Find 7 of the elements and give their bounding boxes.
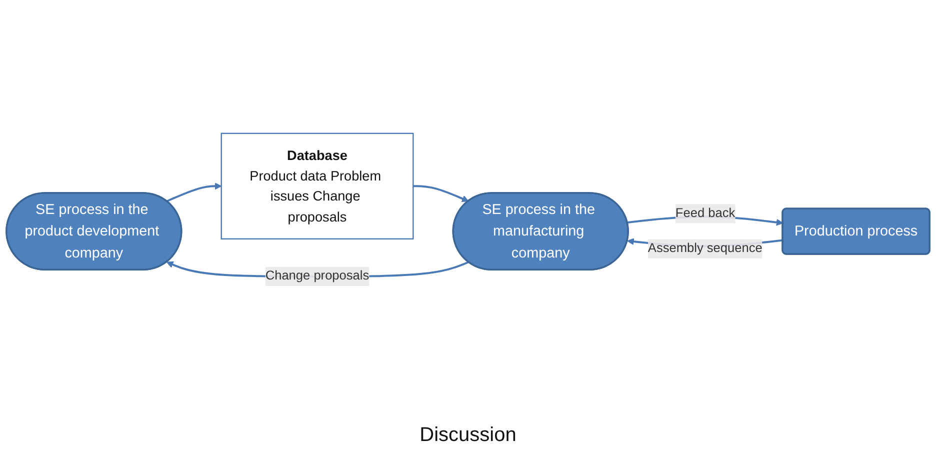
arrow bbox=[166, 182, 222, 202]
node-box: Database Product data Problem issues Change proposals bbox=[220, 133, 414, 240]
edge-label: Feed back bbox=[675, 206, 736, 220]
edge-label: Assembly sequence bbox=[648, 242, 762, 256]
arrow bbox=[413, 185, 469, 202]
free-text-label: Discussion bbox=[420, 424, 516, 446]
edge-label: Change proposals bbox=[265, 270, 370, 284]
